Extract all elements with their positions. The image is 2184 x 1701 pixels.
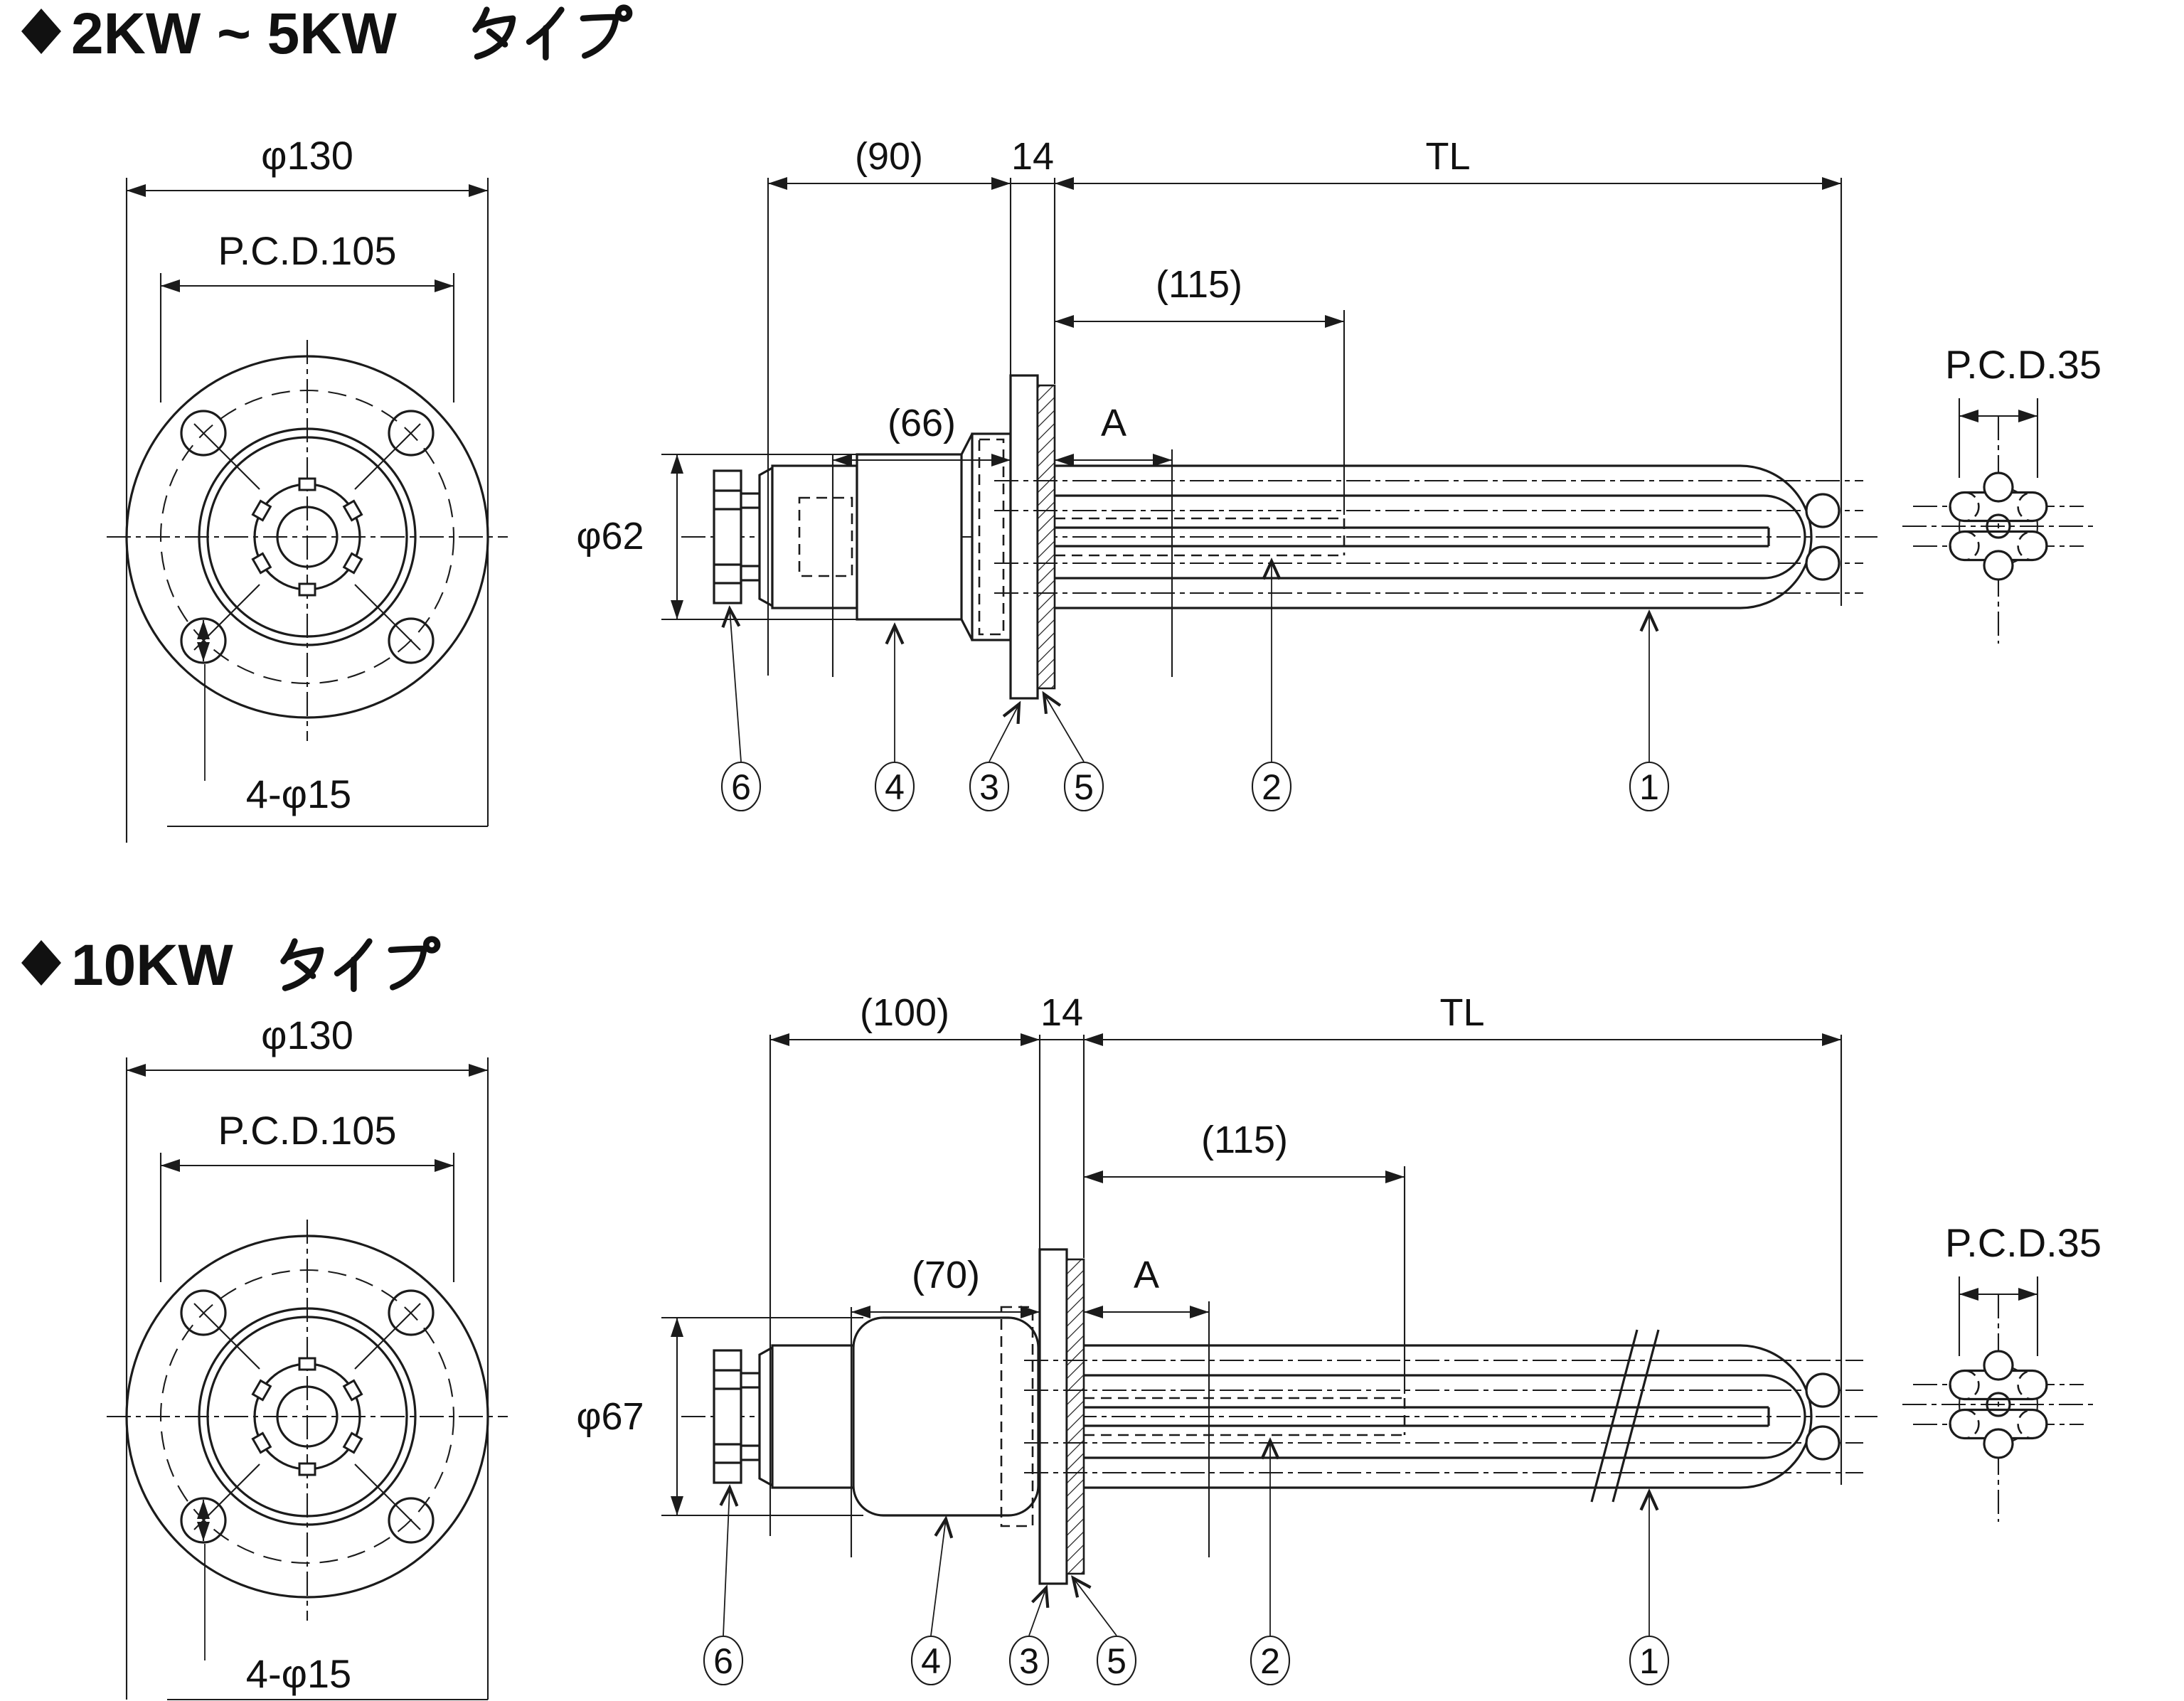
- gasket-2: [1065, 1258, 1085, 1575]
- svg-text:6: 6: [731, 767, 751, 807]
- elements-2: [1024, 1329, 1863, 1503]
- terminal-connector-2: [713, 1345, 774, 1488]
- svg-text:1: 1: [1639, 1641, 1659, 1681]
- housing-body-1: [856, 432, 1012, 641]
- callout-2: 2: [1250, 1441, 1291, 1686]
- dim-back-length: (90): [855, 135, 923, 178]
- diamond-bullet-icon: [21, 9, 61, 54]
- callout-6: 6: [720, 609, 762, 812]
- dim-body-length: (70): [912, 1254, 980, 1296]
- side-view-1-dims: (90) 14 TL (115) (66) A φ62: [576, 135, 1843, 677]
- dim-flange-thickness: 14: [1040, 991, 1083, 1034]
- dim-flange-dia: φ130: [261, 133, 353, 178]
- terminal-connector-1: [713, 466, 774, 608]
- svg-text:4: 4: [885, 767, 905, 807]
- dim-bolt-holes: 4-φ15: [246, 772, 351, 816]
- callout-3: 3: [969, 704, 1019, 812]
- callout-3: 3: [1008, 1588, 1048, 1686]
- dim-body-dia: φ67: [576, 1395, 644, 1438]
- callouts-1: 6 4 3 5 2 1: [720, 561, 1670, 812]
- svg-text:1: 1: [1639, 767, 1659, 807]
- callout-4: 4: [910, 1519, 950, 1686]
- dim-total-length: TL: [1439, 991, 1484, 1034]
- side-view-2: [681, 1248, 1877, 1585]
- flange-plate-1: [1009, 374, 1039, 700]
- section-2-5kw: 2KW ~ 5KW φ130 P.C.D.105 4-φ15: [21, 1, 2102, 843]
- dim-body-dia: φ62: [576, 515, 644, 558]
- elements-1: [994, 464, 1863, 609]
- callout-5: 5: [1073, 1578, 1137, 1686]
- callout-4: 4: [874, 626, 915, 812]
- section-title: 10KW: [71, 933, 233, 998]
- end-view-1: P.C.D.35: [1901, 342, 2102, 645]
- dim-pcd105: P.C.D.105: [218, 228, 396, 273]
- front-view-2-dims: φ130 P.C.D.105 4-φ15: [125, 1013, 489, 1701]
- svg-text:3: 3: [1019, 1641, 1039, 1681]
- dim-pcd105: P.C.D.105: [218, 1108, 396, 1153]
- callout-5: 5: [1044, 694, 1104, 812]
- break-mark: [1612, 1329, 1660, 1503]
- dim-a: A: [1134, 1254, 1159, 1296]
- section-title: 2KW ~ 5KW: [71, 1, 397, 66]
- dim-flange-thickness: 14: [1011, 135, 1054, 178]
- dim-thermowell-length: (115): [1156, 263, 1242, 306]
- front-view-2: [105, 1218, 509, 1622]
- svg-text:6: 6: [713, 1641, 733, 1681]
- terminal-box-2: [771, 1344, 855, 1489]
- break-mark: [1590, 1329, 1639, 1503]
- callout-1: 1: [1629, 1492, 1670, 1686]
- callout-6: 6: [703, 1488, 744, 1686]
- front-view-1: [105, 338, 509, 742]
- svg-text:5: 5: [1074, 767, 1094, 807]
- dim-flange-dia: φ130: [261, 1013, 353, 1057]
- dim-thermowell-length: (115): [1201, 1119, 1288, 1161]
- callouts-2: 6 4 3 5 2 1: [703, 1441, 1670, 1686]
- flange-plate-2: [1038, 1248, 1068, 1585]
- svg-text:3: 3: [979, 767, 999, 807]
- gasket-1: [1036, 384, 1056, 690]
- title-10kw: 10KW: [21, 933, 437, 998]
- title-kana-taipu: [476, 8, 630, 58]
- svg-text:4: 4: [921, 1641, 941, 1681]
- front-view-1-dims: φ130 P.C.D.105 4-φ15: [125, 133, 489, 843]
- side-view-2-dims: (100) 14 TL (115) (70) A φ67: [576, 991, 1843, 1557]
- dim-body-length: (66): [888, 402, 956, 444]
- svg-text:2: 2: [1262, 767, 1282, 807]
- callout-1: 1: [1629, 613, 1670, 812]
- section-10kw: 10KW φ130 P.C.D.105 4-φ15: [21, 933, 2102, 1701]
- callout-2: 2: [1251, 561, 1292, 812]
- diamond-bullet-icon: [21, 940, 61, 986]
- terminal-box-1: [771, 464, 858, 609]
- dim-pcd35: P.C.D.35: [1945, 342, 2102, 387]
- dim-a: A: [1101, 402, 1126, 444]
- dim-total-length: TL: [1425, 135, 1470, 178]
- dim-pcd35: P.C.D.35: [1945, 1220, 2102, 1265]
- housing-body-2: [852, 1306, 1040, 1527]
- svg-text:2: 2: [1260, 1641, 1280, 1681]
- dim-back-length: (100): [860, 991, 949, 1034]
- dim-bolt-holes: 4-φ15: [246, 1651, 351, 1696]
- title-2-5kw: 2KW ~ 5KW: [21, 1, 629, 66]
- end-view-2: P.C.D.35: [1901, 1220, 2102, 1523]
- title-kana-taipu: [284, 939, 438, 989]
- svg-text:5: 5: [1107, 1641, 1126, 1681]
- side-view-1: [681, 374, 1877, 700]
